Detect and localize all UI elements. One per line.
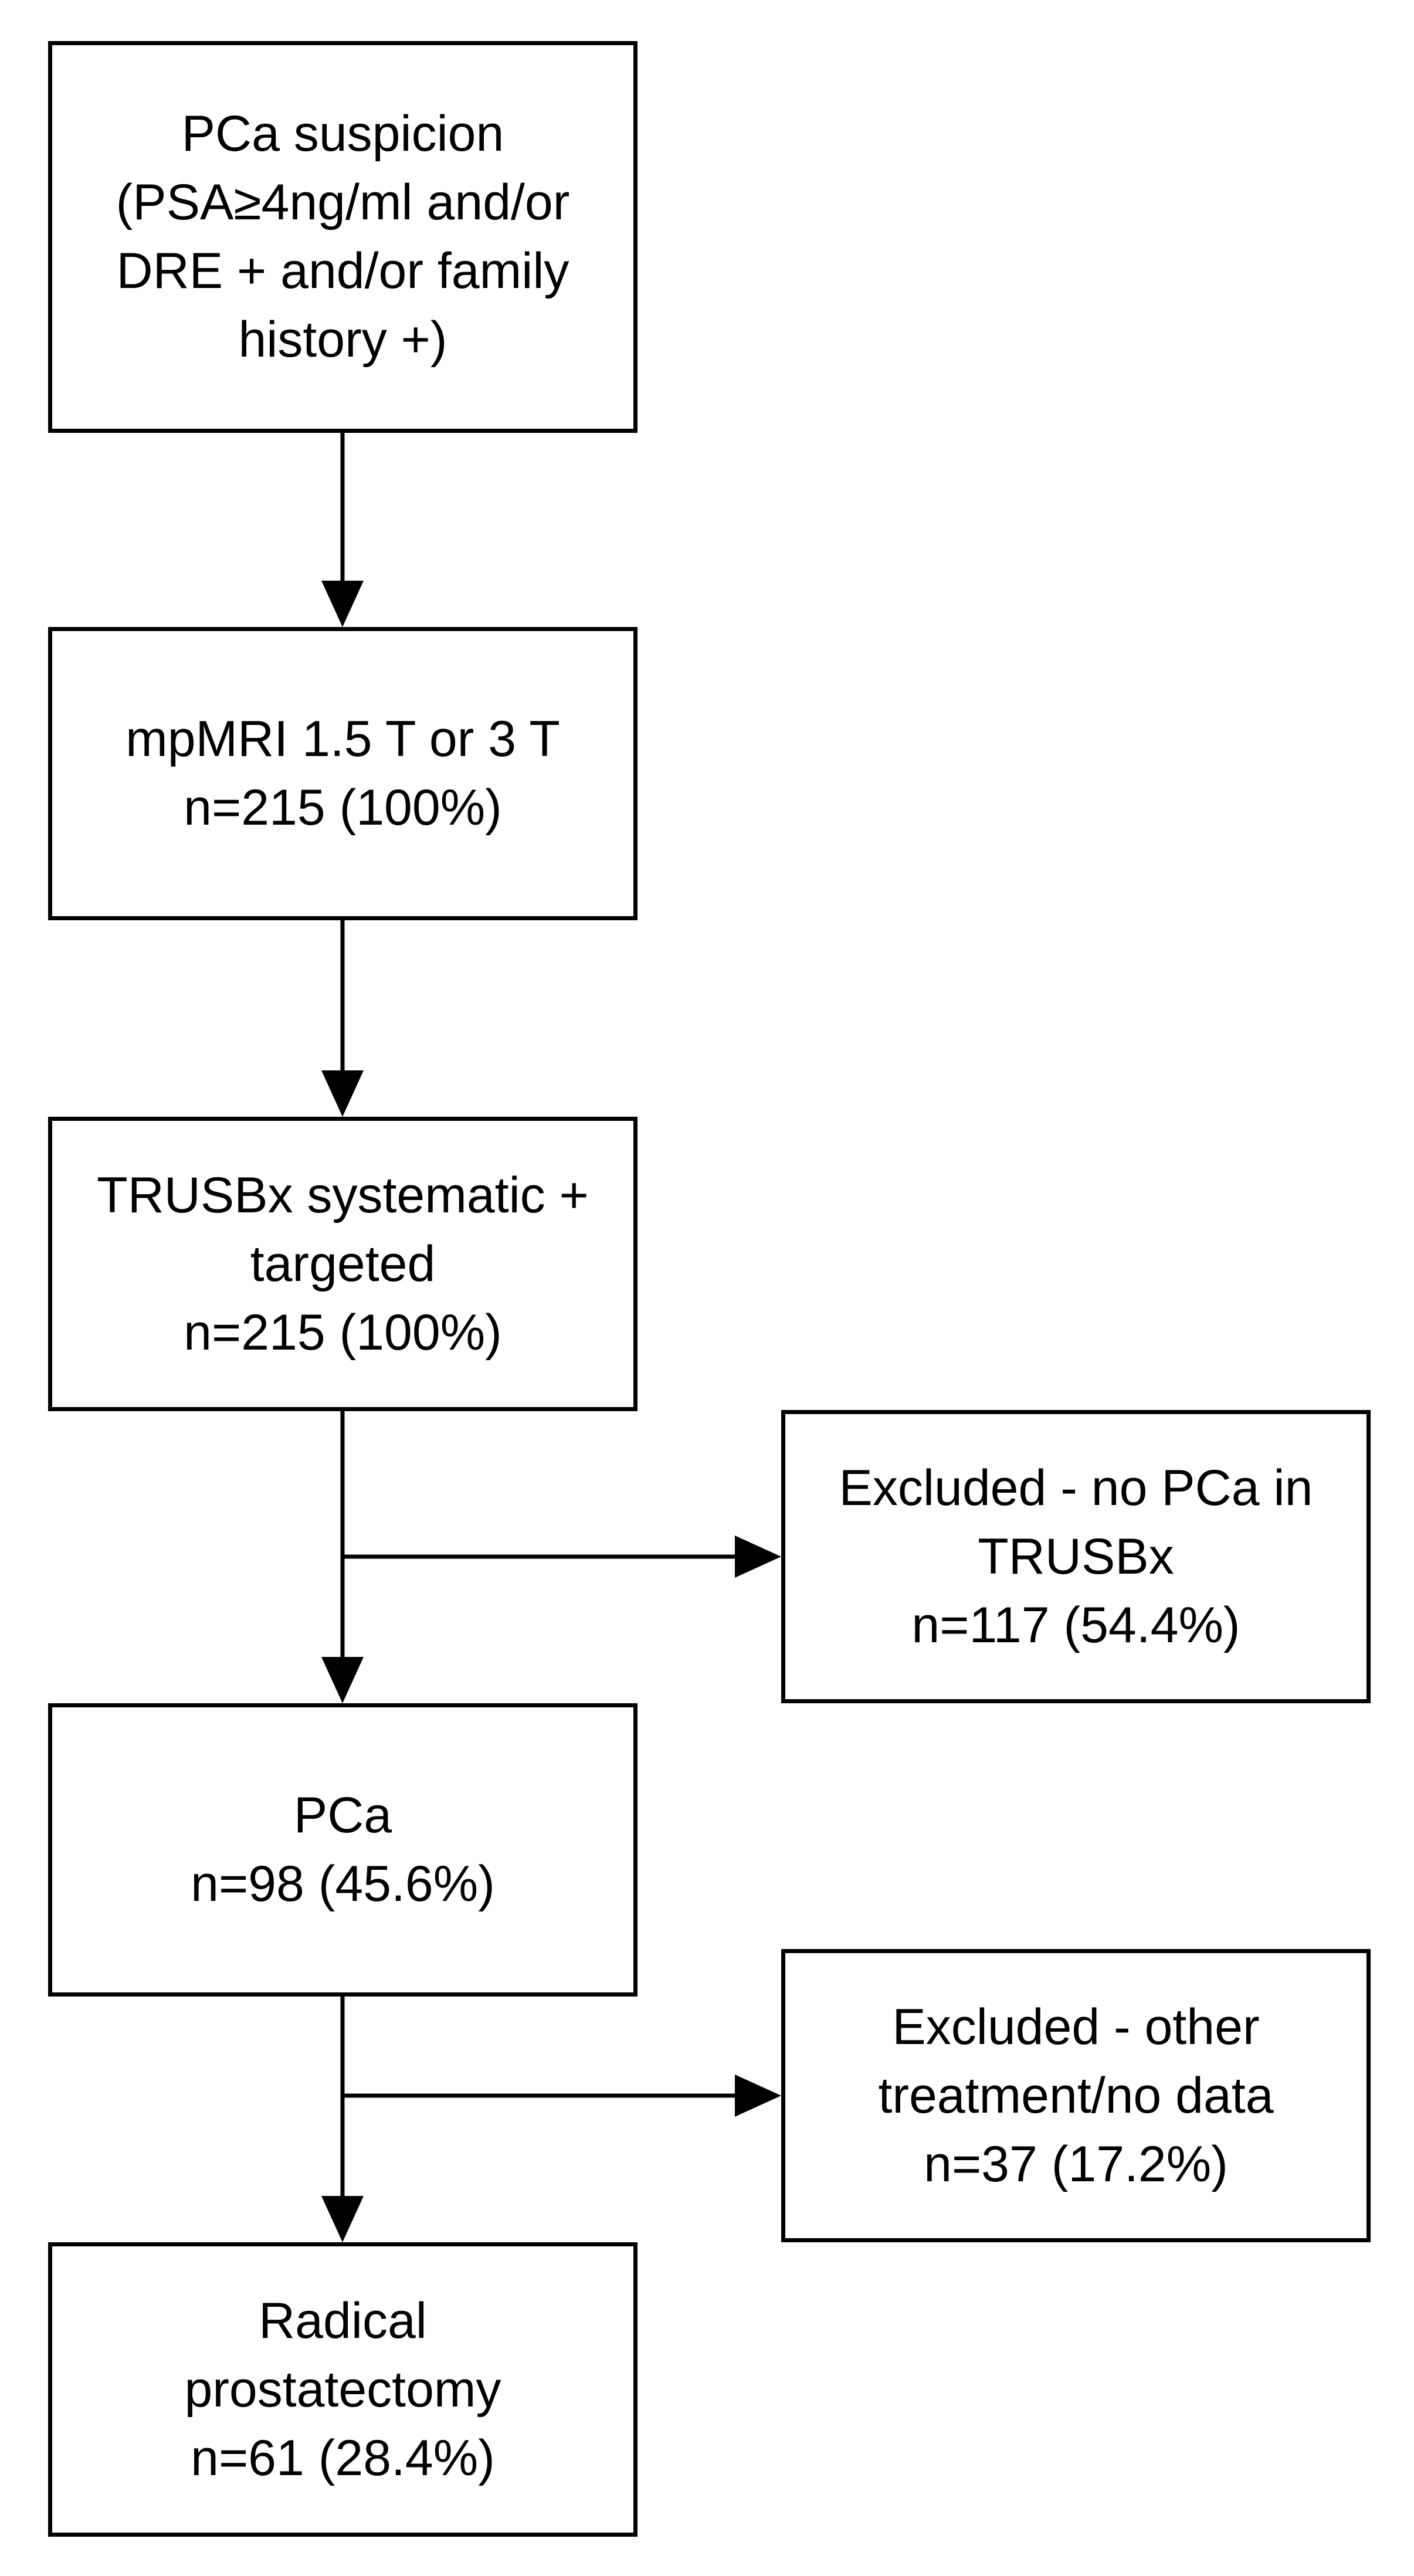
step-pca-box: PCa n=98 (45.6%): [48, 1703, 638, 1997]
excluded-other-treatment-box: Excluded - other treatment/no data n=37 …: [781, 1949, 1371, 2242]
arrowhead-pca-to-radical: [321, 2196, 364, 2242]
arrowhead-branch-to-excluded-no-pca: [735, 1536, 781, 1578]
excluded-other-treatment-text: Excluded - other treatment/no data n=37 …: [878, 1998, 1274, 2192]
excluded-no-pca-text: Excluded - no PCa in TRUSBx n=117 (54.4%…: [839, 1459, 1313, 1653]
step-mpmri-text: mpMRI 1.5 T or 3 T n=215 (100%): [126, 711, 560, 836]
excluded-no-pca-box: Excluded - no PCa in TRUSBx n=117 (54.4%…: [781, 1410, 1371, 1703]
step-radical-prostatectomy-box: Radical prostatectomy n=61 (28.4%): [48, 2242, 638, 2537]
arrowhead-mpmri-to-trusbx: [321, 1070, 364, 1117]
arrowhead-suspicion-to-mpmri: [321, 581, 364, 627]
arrowhead-branch-to-excluded-other: [735, 2075, 781, 2117]
step-mpmri-box: mpMRI 1.5 T or 3 T n=215 (100%): [48, 627, 638, 920]
step-radical-prostatectomy-text: Radical prostatectomy n=61 (28.4%): [184, 2292, 501, 2486]
step-pca-suspicion-text: PCa suspicion (PSA≥4ng/ml and/or DRE + a…: [116, 106, 570, 368]
step-trusbx-text: TRUSBx systematic + targeted n=215 (100%…: [97, 1167, 589, 1361]
arrowhead-trusbx-to-pca: [321, 1657, 364, 1703]
step-pca-suspicion-box: PCa suspicion (PSA≥4ng/ml and/or DRE + a…: [48, 41, 638, 433]
step-trusbx-box: TRUSBx systematic + targeted n=215 (100%…: [48, 1117, 638, 1411]
step-pca-text: PCa n=98 (45.6%): [191, 1787, 495, 1912]
